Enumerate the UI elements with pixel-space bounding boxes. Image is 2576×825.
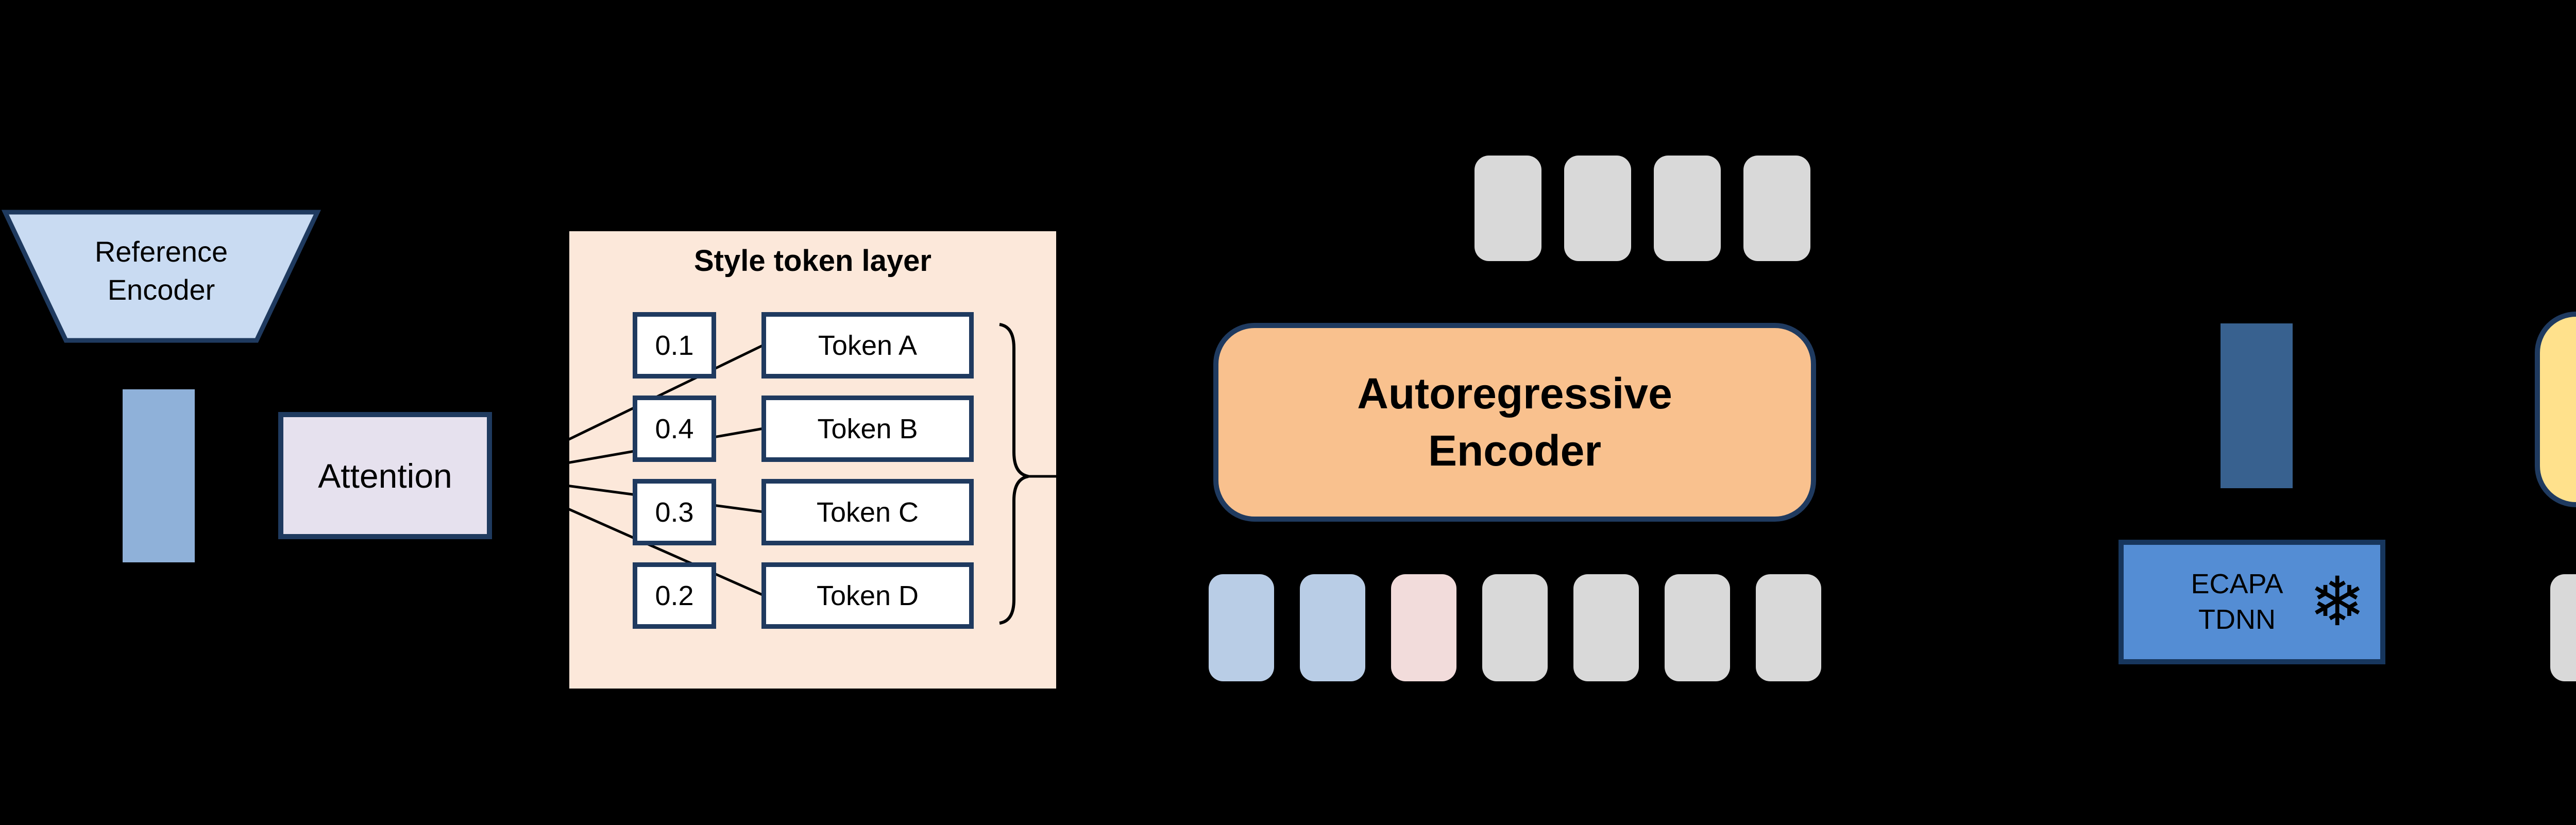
ecapa-tdnn-label: ECAPA TDNN	[2134, 545, 2340, 659]
input-token-cell	[1209, 574, 1274, 681]
weight-value: 0.2	[655, 580, 694, 611]
weight-box: 0.2	[633, 562, 716, 629]
token-box: Token A	[761, 312, 974, 379]
input-token-cell	[1573, 574, 1639, 681]
input-token-cell	[1665, 574, 1730, 681]
token-label: Token A	[818, 330, 918, 361]
input-token-cell	[1756, 574, 1821, 681]
semantic-token-cell	[1743, 156, 1810, 261]
attention-to-token-fan-lines	[493, 343, 765, 597]
token-box: Token C	[761, 479, 974, 545]
reference-encoder-line1: Reference	[94, 235, 228, 268]
attention-label: Attention	[318, 456, 452, 495]
weight-box: 0.1	[633, 312, 716, 379]
ecapa-line2: TDNN	[2198, 604, 2276, 635]
snowflake-icon: ❄	[2309, 562, 2366, 642]
input-token-cell	[1391, 574, 1456, 681]
token-box: Token B	[761, 396, 974, 462]
flow-matching-decoder-box: Flow-matching Decoder	[2535, 312, 2576, 507]
semantic-token-cell	[1564, 156, 1631, 261]
autoregressive-encoder-box: Autoregressive Encoder	[1213, 323, 1816, 522]
token-label: Token B	[817, 413, 918, 444]
weight-value: 0.1	[655, 330, 694, 361]
token-sum-brace	[999, 323, 1029, 625]
ecapa-tdnn-box: ECAPA TDNN ❄	[2119, 540, 2385, 664]
weight-box: 0.3	[633, 479, 716, 545]
token-label: Token D	[816, 580, 919, 611]
autoregressive-encoder-line2: Encoder	[1428, 426, 1602, 475]
style-token-layer-title: Style token layer	[694, 244, 931, 278]
attention-box: Attention	[278, 412, 492, 539]
weight-value: 0.4	[655, 413, 694, 444]
weight-value: 0.3	[655, 496, 694, 528]
weight-box: 0.4	[633, 396, 716, 462]
reference-encoder-label: Reference Encoder	[46, 233, 276, 309]
speaker-embedding-bar	[2221, 323, 2293, 488]
reference-encoder-line2: Encoder	[107, 273, 215, 306]
input-token-cell	[1482, 574, 1548, 681]
semantic-token-cell	[1475, 156, 1541, 261]
output-token-cell	[2550, 574, 2576, 681]
token-box: Token D	[761, 562, 974, 629]
reference-encoder-shape	[1, 210, 321, 343]
ecapa-line1: ECAPA	[2191, 568, 2283, 599]
semantic-token-cell	[1654, 156, 1721, 261]
input-token-cell	[1300, 574, 1365, 681]
autoregressive-encoder-line1: Autoregressive	[1357, 369, 1672, 418]
token-label: Token C	[816, 496, 919, 528]
reference-embedding-bar	[123, 389, 195, 562]
